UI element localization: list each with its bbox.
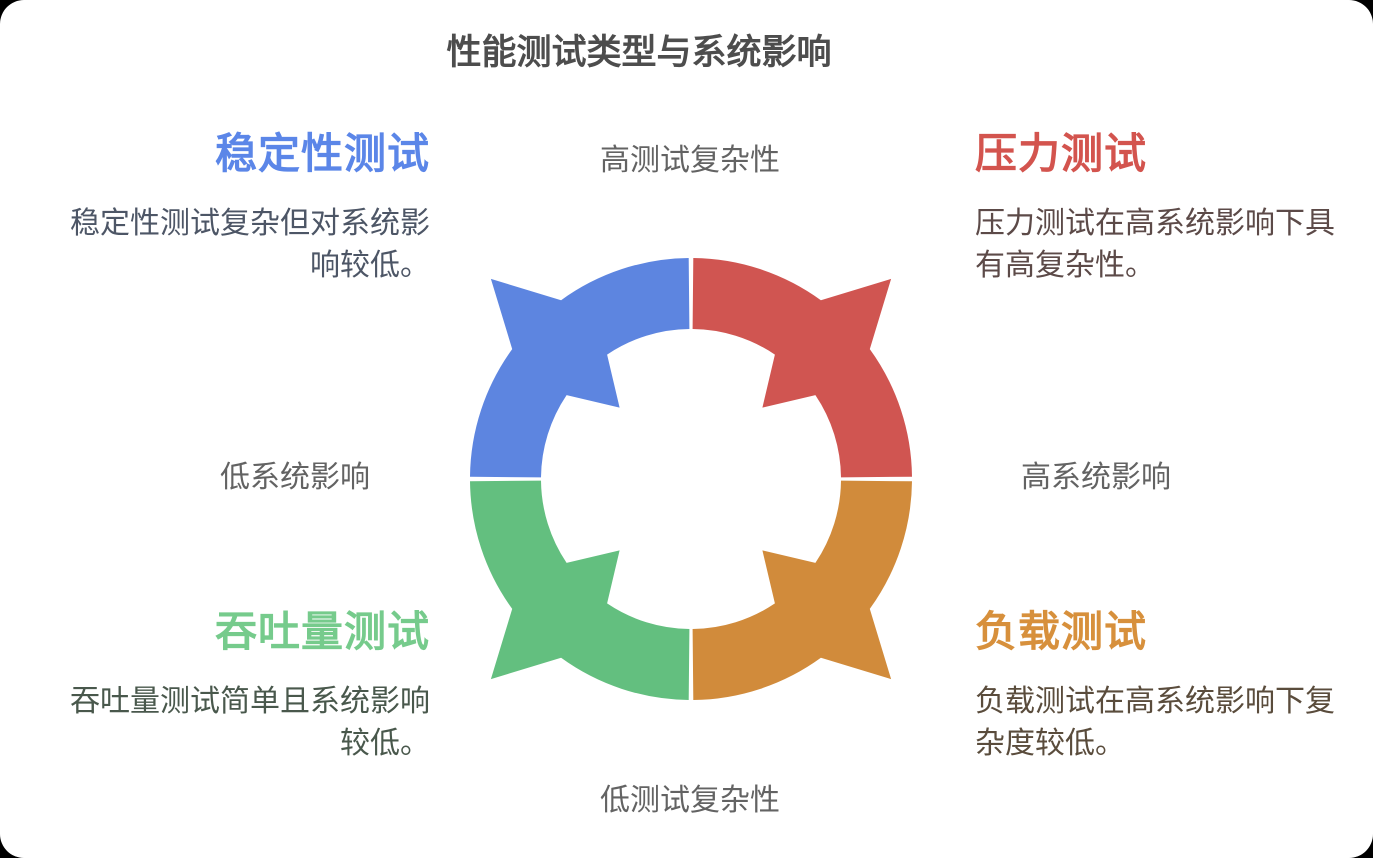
axis-label-left: 低系统影响 (220, 461, 370, 494)
quadrant-description-stability: 稳定性测试复杂但对系统影响较低。 (70, 207, 430, 282)
quadrant-stability: 稳定性测试 稳定性测试复杂但对系统影响较低。 (50, 133, 430, 287)
quadrant-stress: 压力测试 压力测试在高系统影响下具有高复杂性。 (975, 133, 1350, 287)
axis-label-right: 高系统影响 (1021, 461, 1171, 494)
quadrant-heading-stress: 压力测试 (975, 130, 1148, 177)
quadrant-description-stress: 压力测试在高系统影响下具有高复杂性。 (975, 207, 1335, 282)
quadrant-heading-load: 负载测试 (975, 608, 1148, 655)
quadrant-heading-throughput: 吞吐量测试 (214, 608, 430, 655)
quadrant-throughput: 吞吐量测试 吞吐量测试简单且系统影响较低。 (50, 611, 430, 765)
ring-segment-throughput (470, 480, 690, 700)
axis-label-top: 高测试复杂性 (600, 144, 780, 177)
page-title: 性能测试类型与系统影响 (446, 33, 832, 72)
quadrant-description-load: 负载测试在高系统影响下复杂度较低。 (975, 685, 1335, 760)
axis-label-bottom: 低测试复杂性 (600, 784, 780, 817)
ring-segment-stress (692, 258, 912, 478)
ring-segment-stability (470, 258, 690, 478)
quadrant-load: 负载测试 负载测试在高系统影响下复杂度较低。 (975, 611, 1350, 765)
ring-segment-load (692, 480, 912, 700)
cycle-diagram (470, 258, 912, 700)
quadrant-description-throughput: 吞吐量测试简单且系统影响较低。 (70, 685, 430, 760)
quadrant-heading-stability: 稳定性测试 (214, 130, 430, 177)
